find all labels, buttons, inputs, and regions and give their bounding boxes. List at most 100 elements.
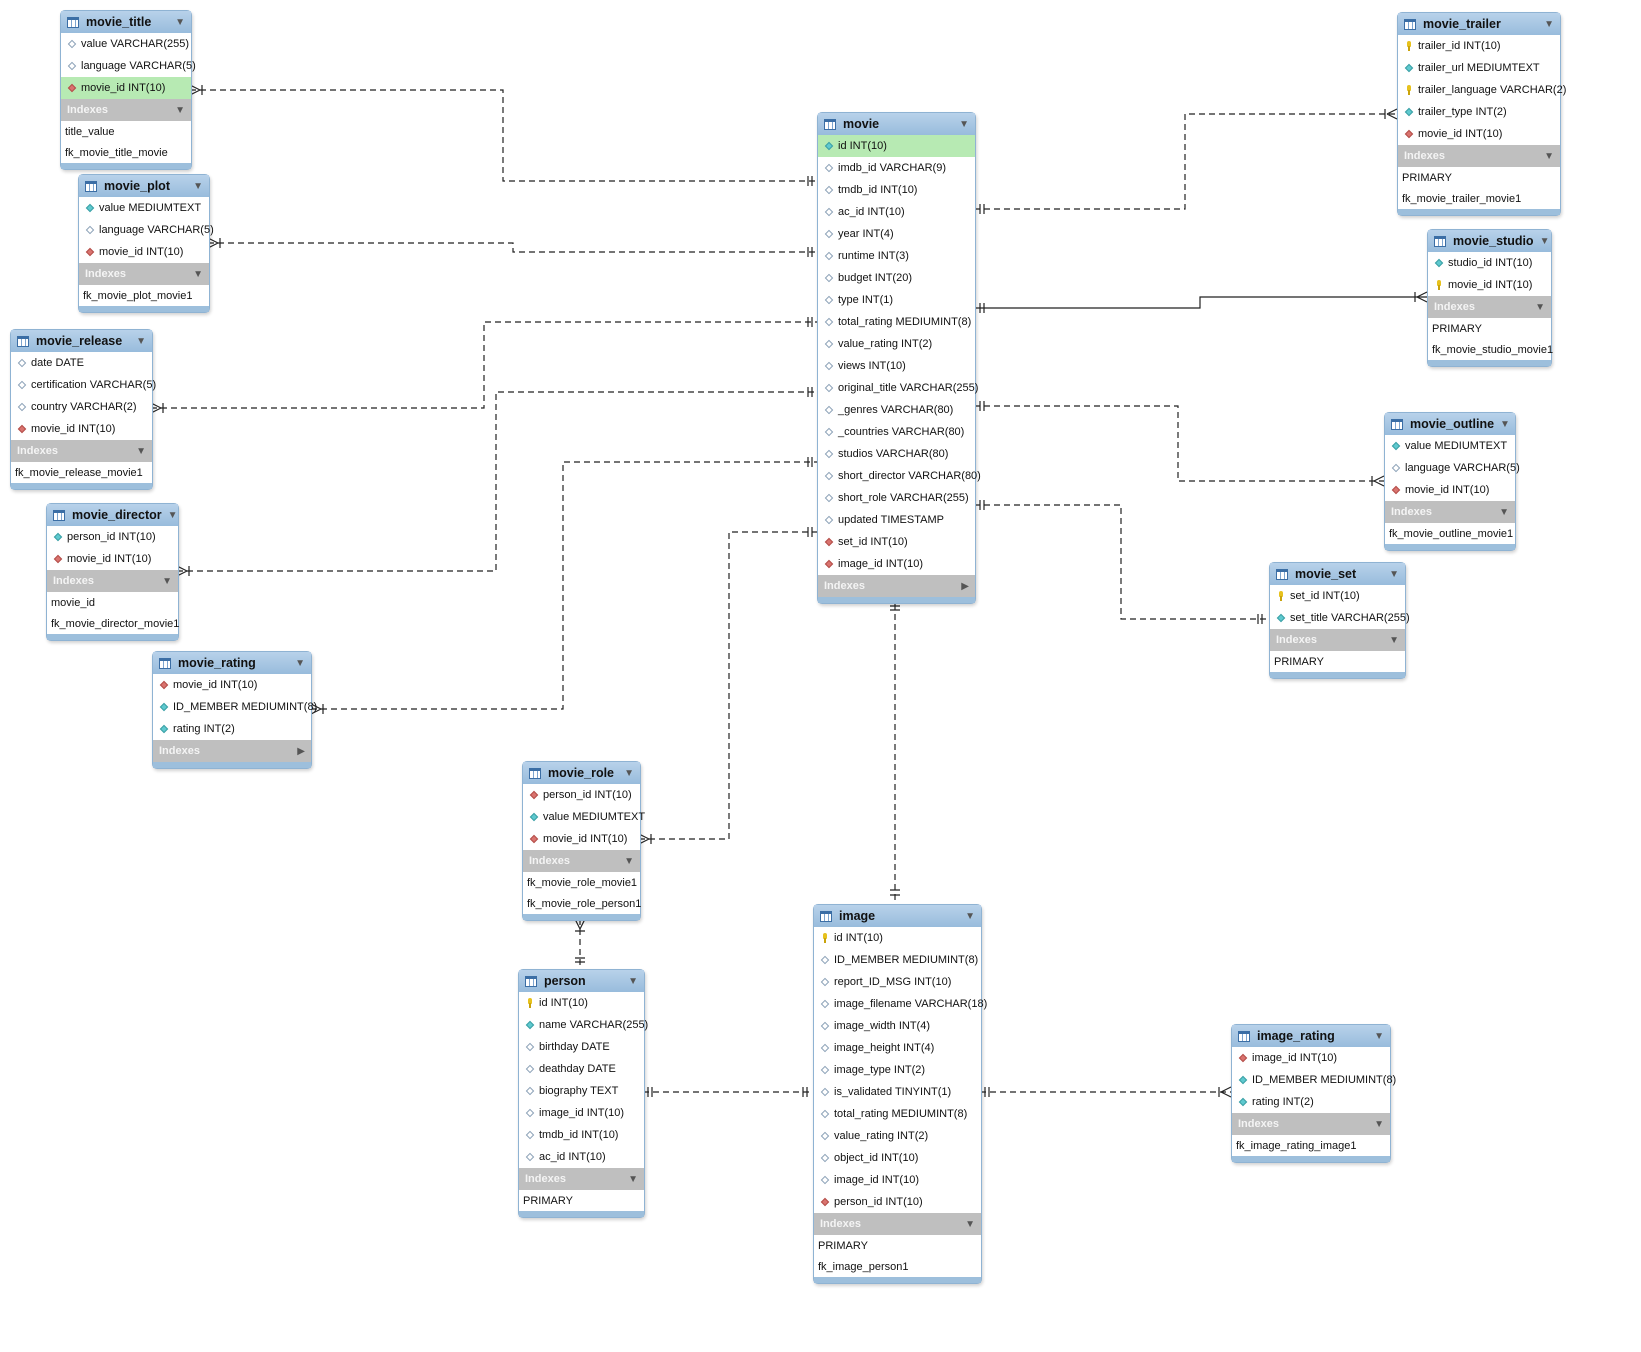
collapse-triangle-icon[interactable]: ▼ <box>1535 301 1545 313</box>
column-row[interactable]: value MEDIUMTEXT <box>1385 435 1515 457</box>
column-row[interactable]: image_id INT(10) <box>818 553 975 575</box>
indexes-header[interactable]: Indexes▼ <box>523 850 640 872</box>
table-movie_trailer[interactable]: movie_trailer▼trailer_id INT(10)trailer_… <box>1397 12 1566 216</box>
column-row[interactable]: type INT(1) <box>818 289 975 311</box>
collapse-triangle-icon[interactable]: ▼ <box>175 16 185 28</box>
column-row[interactable]: trailer_id INT(10) <box>1398 35 1560 57</box>
column-row[interactable]: studios VARCHAR(80) <box>818 443 975 465</box>
column-row[interactable]: movie_id INT(10) <box>47 548 178 570</box>
table-person[interactable]: person▼id INT(10)name VARCHAR(255)birthd… <box>518 969 648 1218</box>
column-row[interactable]: total_rating MEDIUMINT(8) <box>814 1103 981 1125</box>
index-row[interactable]: movie_id <box>51 596 96 609</box>
column-row[interactable]: tmdb_id INT(10) <box>818 179 975 201</box>
indexes-header[interactable]: Indexes▼ <box>47 570 178 592</box>
column-row[interactable]: updated TIMESTAMP <box>818 509 975 531</box>
collapse-triangle-icon[interactable]: ▼ <box>136 445 146 457</box>
collapse-triangle-icon[interactable]: ▼ <box>1374 1118 1384 1130</box>
index-row[interactable]: PRIMARY <box>1274 655 1324 668</box>
indexes-header[interactable]: Indexes▼ <box>1385 501 1515 523</box>
column-row[interactable]: id INT(10) <box>519 992 644 1014</box>
column-row[interactable]: movie_id INT(10) <box>11 418 152 440</box>
column-row[interactable]: short_director VARCHAR(80) <box>818 465 981 487</box>
indexes-header[interactable]: Indexes▼ <box>61 99 191 121</box>
index-row[interactable]: fk_image_rating_image1 <box>1236 1139 1357 1152</box>
column-row[interactable]: movie_id INT(10) <box>1428 274 1551 296</box>
column-row[interactable]: trailer_language VARCHAR(2) <box>1398 79 1566 101</box>
column-row[interactable]: country VARCHAR(2) <box>11 396 152 418</box>
column-row[interactable]: certification VARCHAR(5) <box>11 374 156 396</box>
column-row[interactable]: original_title VARCHAR(255) <box>818 377 978 399</box>
index-row[interactable]: fk_movie_outline_movie1 <box>1389 527 1514 540</box>
collapse-triangle-icon[interactable]: ▼ <box>193 180 203 192</box>
column-row[interactable]: ID_MEMBER MEDIUMINT(8) <box>1232 1069 1396 1091</box>
column-row[interactable]: movie_id INT(10) <box>1385 479 1515 501</box>
column-row[interactable]: person_id INT(10) <box>47 526 178 548</box>
index-row[interactable]: PRIMARY <box>1402 171 1452 184</box>
collapse-triangle-icon[interactable]: ▼ <box>295 657 305 669</box>
column-row[interactable]: movie_id INT(10) <box>61 77 191 99</box>
collapse-triangle-icon[interactable]: ▼ <box>175 104 185 116</box>
expand-triangle-icon[interactable]: ▶ <box>297 745 305 757</box>
index-row[interactable]: fk_movie_director_movie1 <box>51 617 180 630</box>
column-row[interactable]: image_filename VARCHAR(18) <box>814 993 987 1015</box>
column-row[interactable]: tmdb_id INT(10) <box>519 1124 644 1146</box>
column-row[interactable]: movie_id INT(10) <box>153 674 311 696</box>
indexes-header[interactable]: Indexes▶ <box>153 740 311 762</box>
column-row[interactable]: name VARCHAR(255) <box>519 1014 648 1036</box>
indexes-header[interactable]: Indexes▼ <box>1232 1113 1390 1135</box>
collapse-triangle-icon[interactable]: ▼ <box>628 1173 638 1185</box>
collapse-triangle-icon[interactable]: ▼ <box>167 509 178 521</box>
column-row[interactable]: report_ID_MSG INT(10) <box>814 971 981 993</box>
column-row[interactable]: value MEDIUMTEXT <box>523 806 645 828</box>
table-movie[interactable]: movie▼id INT(10)imdb_id VARCHAR(9)tmdb_i… <box>817 112 981 604</box>
table-header[interactable]: movie_trailer▼ <box>1398 13 1560 35</box>
index-row[interactable]: fk_movie_role_person1 <box>527 897 642 910</box>
column-row[interactable]: value_rating INT(2) <box>814 1125 981 1147</box>
table-header[interactable]: image▼ <box>814 905 981 927</box>
collapse-triangle-icon[interactable]: ▼ <box>1374 1030 1384 1042</box>
column-row[interactable]: id INT(10) <box>814 927 981 949</box>
collapse-triangle-icon[interactable]: ▼ <box>965 1218 975 1230</box>
column-row[interactable]: image_id INT(10) <box>1232 1047 1390 1069</box>
table-movie_rating[interactable]: movie_rating▼movie_id INT(10)ID_MEMBER M… <box>152 651 317 769</box>
table-header[interactable]: movie_outline▼ <box>1385 413 1515 435</box>
index-row[interactable]: fk_movie_release_movie1 <box>15 466 143 479</box>
index-row[interactable]: PRIMARY <box>1432 322 1482 335</box>
column-row[interactable]: image_type INT(2) <box>814 1059 981 1081</box>
indexes-header[interactable]: Indexes▼ <box>1270 629 1405 651</box>
index-row[interactable]: fk_movie_role_movie1 <box>527 876 638 889</box>
column-row[interactable]: value VARCHAR(255) <box>61 33 191 55</box>
index-row[interactable]: title_value <box>65 125 115 138</box>
index-row[interactable]: fk_movie_title_movie <box>65 146 168 159</box>
column-row[interactable]: rating INT(2) <box>153 718 311 740</box>
collapse-triangle-icon[interactable]: ▼ <box>624 767 634 779</box>
table-movie_title[interactable]: movie_title▼value VARCHAR(255)language V… <box>60 10 196 170</box>
collapse-triangle-icon[interactable]: ▼ <box>1500 418 1510 430</box>
index-row[interactable]: PRIMARY <box>818 1239 868 1252</box>
collapse-triangle-icon[interactable]: ▼ <box>624 855 634 867</box>
table-header[interactable]: movie_set▼ <box>1270 563 1405 585</box>
collapse-triangle-icon[interactable]: ▼ <box>193 268 203 280</box>
column-row[interactable]: _countries VARCHAR(80) <box>818 421 975 443</box>
column-row[interactable]: biography TEXT <box>519 1080 644 1102</box>
collapse-triangle-icon[interactable]: ▼ <box>1544 18 1554 30</box>
table-header[interactable]: movie_title▼ <box>61 11 191 33</box>
column-row[interactable]: movie_id INT(10) <box>79 241 209 263</box>
column-row[interactable]: language VARCHAR(5) <box>61 55 196 77</box>
column-row[interactable]: rating INT(2) <box>1232 1091 1390 1113</box>
column-row[interactable]: date DATE <box>11 352 152 374</box>
column-row[interactable]: trailer_type INT(2) <box>1398 101 1560 123</box>
column-row[interactable]: image_id INT(10) <box>519 1102 644 1124</box>
column-row[interactable]: trailer_url MEDIUMTEXT <box>1398 57 1560 79</box>
column-row[interactable]: ID_MEMBER MEDIUMINT(8) <box>153 696 317 718</box>
column-row[interactable]: person_id INT(10) <box>523 784 640 806</box>
indexes-header[interactable]: Indexes▼ <box>79 263 209 285</box>
table-header[interactable]: movie_release▼ <box>11 330 152 352</box>
column-row[interactable]: ac_id INT(10) <box>818 201 975 223</box>
index-row[interactable]: fk_movie_studio_movie1 <box>1432 343 1554 356</box>
indexes-header[interactable]: Indexes▼ <box>814 1213 981 1235</box>
table-header[interactable]: movie_rating▼ <box>153 652 311 674</box>
table-movie_set[interactable]: movie_set▼set_id INT(10)set_title VARCHA… <box>1269 562 1410 679</box>
column-row[interactable]: total_rating MEDIUMINT(8) <box>818 311 975 333</box>
